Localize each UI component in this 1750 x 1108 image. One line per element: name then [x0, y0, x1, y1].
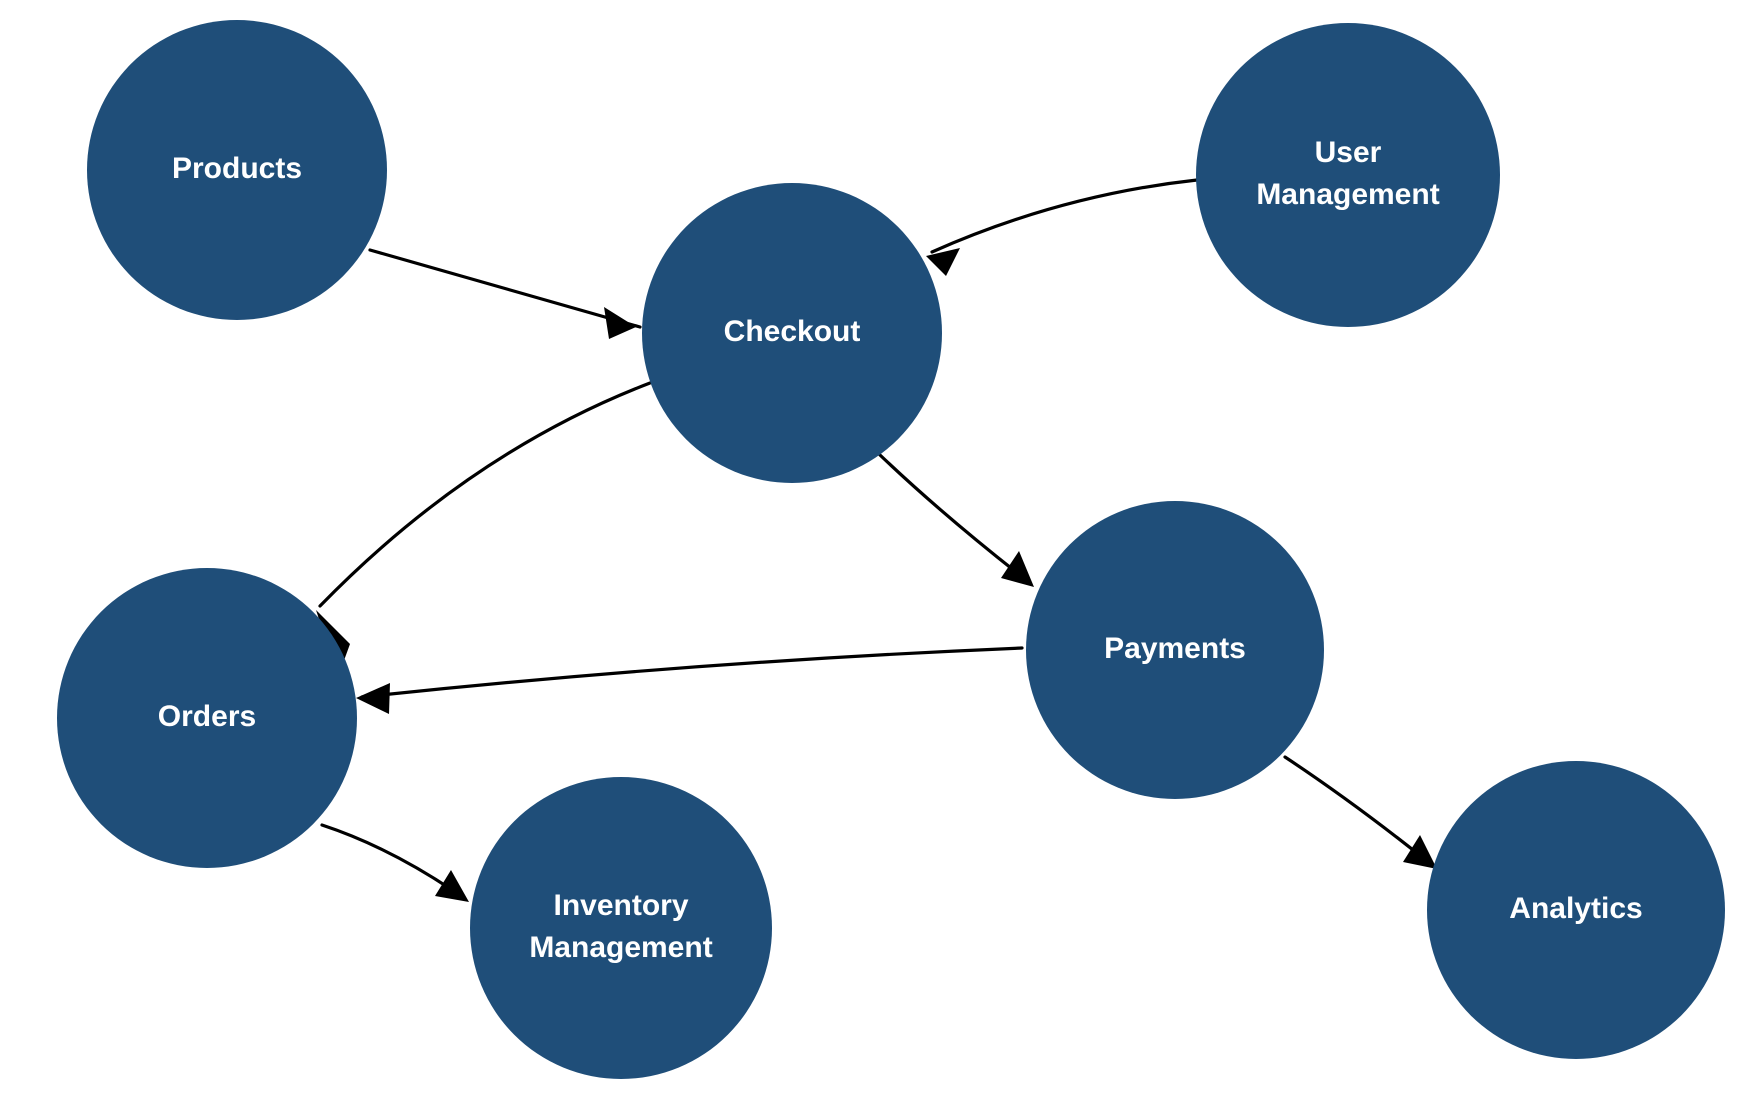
edge-line	[368, 248, 642, 329]
node-analytics[interactable]: Analytics	[1427, 761, 1725, 1059]
node-checkout[interactable]: Checkout	[642, 183, 942, 483]
node-label: Analytics	[1509, 892, 1642, 925]
arrowhead-icon	[1403, 835, 1437, 869]
node-label: Payments	[1104, 632, 1246, 665]
edge-line	[878, 453, 1032, 585]
node-label: Orders	[158, 700, 256, 733]
node-shape[interactable]	[470, 777, 772, 1079]
node-shape[interactable]	[1196, 23, 1500, 327]
node-payments[interactable]: Payments	[1026, 501, 1324, 799]
edge-checkout-to-payments	[878, 453, 1034, 587]
node-shape[interactable]	[57, 568, 357, 868]
edge-line	[318, 381, 652, 608]
arrowhead-icon	[356, 683, 390, 714]
edge-line	[1283, 755, 1434, 867]
node-label: Products	[172, 152, 302, 185]
node-shape[interactable]	[1427, 761, 1725, 1059]
arrowhead-icon	[435, 870, 469, 902]
edge-orders-to-inventory	[320, 823, 469, 902]
arrowhead-icon	[926, 248, 960, 276]
edge-checkout-to-orders	[316, 381, 652, 677]
edge-usermgmt-to-checkout	[926, 178, 1199, 276]
edge-products-to-checkout	[368, 248, 642, 339]
edge-payments-to-analytics	[1283, 755, 1437, 869]
node-products[interactable]: Products	[87, 20, 387, 320]
arrowhead-icon	[1001, 551, 1034, 587]
node-shape[interactable]	[1026, 501, 1324, 799]
arrowhead-icon	[604, 307, 636, 339]
edge-payments-to-orders	[356, 646, 1024, 714]
node-orders[interactable]: Orders	[57, 568, 357, 868]
edge-line	[930, 178, 1199, 254]
node-label: Checkout	[724, 315, 861, 348]
node-shape[interactable]	[642, 183, 942, 483]
node-shape[interactable]	[87, 20, 387, 320]
edge-line	[360, 646, 1024, 699]
